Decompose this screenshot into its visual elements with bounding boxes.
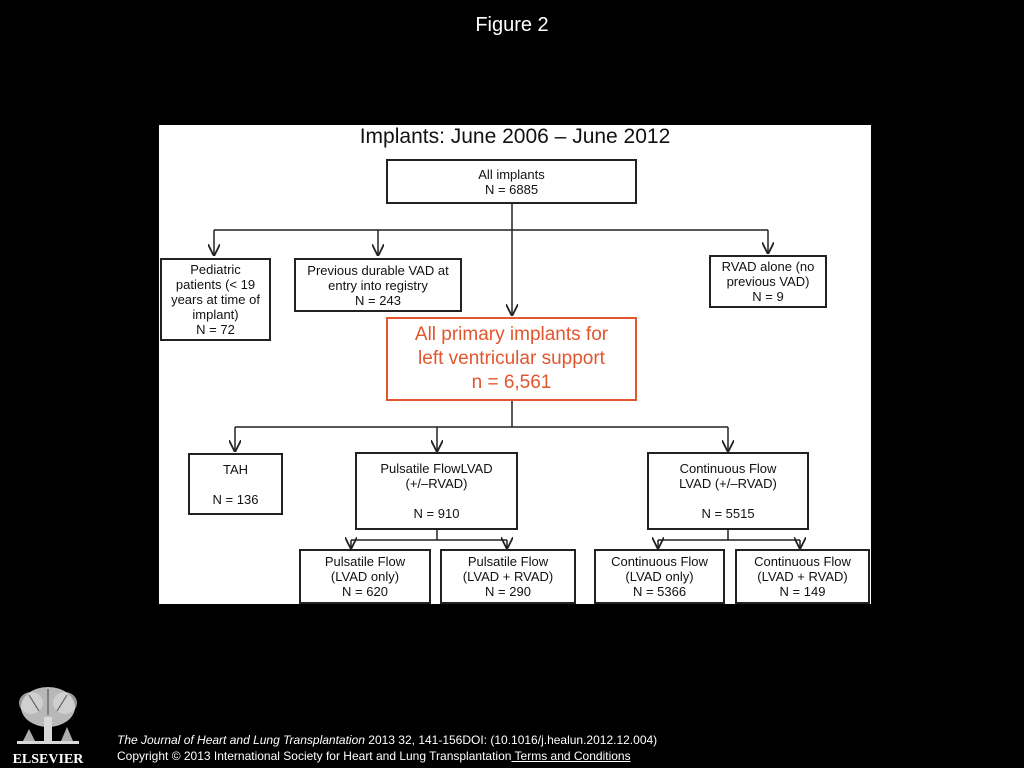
citation-text: 2013 32, 141-156DOI: (10.1016/j.healun.2… [364, 733, 658, 747]
node-line: Pulsatile Flow [324, 554, 406, 569]
continuous-lvad-rvad-node: Continuous Flow (LVAD + RVAD) N = 149 [735, 549, 870, 604]
node-line: Pulsatile Flow [467, 554, 549, 569]
node-line: patients (< 19 [175, 277, 256, 292]
terms-link[interactable]: Terms and Conditions [511, 749, 631, 763]
elsevier-logo: ELSEVIER [13, 687, 85, 766]
node-line: (LVAD + RVAD) [757, 569, 848, 584]
node-line: implant) [192, 307, 239, 322]
node-line: previous VAD) [726, 274, 810, 289]
node-line: Previous durable VAD at [307, 262, 449, 278]
node-line: entry into registry [328, 277, 428, 293]
pulsatile-lvad-rvad-node: Pulsatile Flow (LVAD + RVAD) N = 290 [440, 549, 576, 604]
citation-footer: The Journal of Heart and Lung Transplant… [117, 732, 657, 764]
node-line: (LVAD only) [625, 569, 694, 584]
node-count: N = 620 [342, 584, 388, 599]
node-line: TAH [222, 461, 249, 477]
journal-name: The Journal of Heart and Lung Transplant… [117, 733, 365, 747]
connector-lines [159, 204, 871, 604]
pulsatile-lvad-only-node: Pulsatile Flow (LVAD only) N = 620 [299, 549, 431, 604]
citation-line: The Journal of Heart and Lung Transplant… [117, 732, 657, 748]
node-count: N = 5366 [632, 584, 687, 599]
node-line: (LVAD + RVAD) [462, 569, 554, 584]
diagram-panel: Implants: June 2006 – June 2012 All impl… [159, 125, 871, 604]
previous-vad-node: Previous durable VAD at entry into regis… [294, 258, 462, 312]
pulsatile-flow-node: Pulsatile FlowLVAD (+/–RVAD) N = 910 [355, 452, 518, 530]
node-count: N = 9 [752, 289, 784, 304]
node-count: N = 6885 [484, 181, 539, 197]
node-line: LVAD (+/–RVAD) [679, 476, 777, 491]
node-line: Continuous Flow [611, 554, 708, 569]
rvad-alone-node: RVAD alone (no previous VAD) N = 9 [709, 255, 827, 308]
node-line: All implants [478, 166, 545, 182]
continuous-lvad-only-node: Continuous Flow (LVAD only) N = 5366 [594, 549, 725, 604]
node-line: Pulsatile FlowLVAD [380, 461, 493, 476]
copyright-text: Copyright © 2013 International Society f… [117, 749, 512, 763]
node-count: N = 149 [779, 584, 826, 599]
diagram-title: Implants: June 2006 – June 2012 [359, 125, 671, 148]
node-line: Pediatric [190, 262, 241, 277]
figure-title: Figure 2 [475, 14, 549, 36]
logo-text: ELSEVIER [13, 752, 85, 766]
continuous-flow-node: Continuous Flow LVAD (+/–RVAD) N = 5515 [647, 452, 809, 530]
tah-node: TAH N = 136 [188, 453, 283, 515]
node-count: N = 5515 [701, 506, 755, 521]
node-count: N = 136 [212, 491, 259, 507]
all-implants-node: All implants N = 6885 [386, 159, 637, 204]
node-count: N = 910 [413, 506, 460, 521]
copyright-line: Copyright © 2013 International Society f… [117, 748, 657, 764]
node-line: Continuous Flow [679, 461, 777, 476]
node-line: Continuous Flow [754, 554, 851, 569]
node-line: years at time of [171, 292, 260, 307]
node-count: n = 6,561 [471, 372, 552, 393]
node-line: (LVAD only) [330, 569, 400, 584]
node-line: left ventricular support [418, 348, 605, 369]
pediatric-patients-node: Pediatric patients (< 19 years at time o… [160, 258, 271, 341]
primary-implants-node: All primary implants for left ventricula… [386, 317, 637, 401]
node-count: N = 72 [196, 322, 235, 337]
node-line: (+/–RVAD) [405, 476, 468, 491]
node-count: N = 243 [355, 292, 401, 308]
node-line: All primary implants for [414, 324, 609, 345]
node-count: N = 290 [485, 584, 531, 599]
node-line: RVAD alone (no [721, 259, 815, 274]
